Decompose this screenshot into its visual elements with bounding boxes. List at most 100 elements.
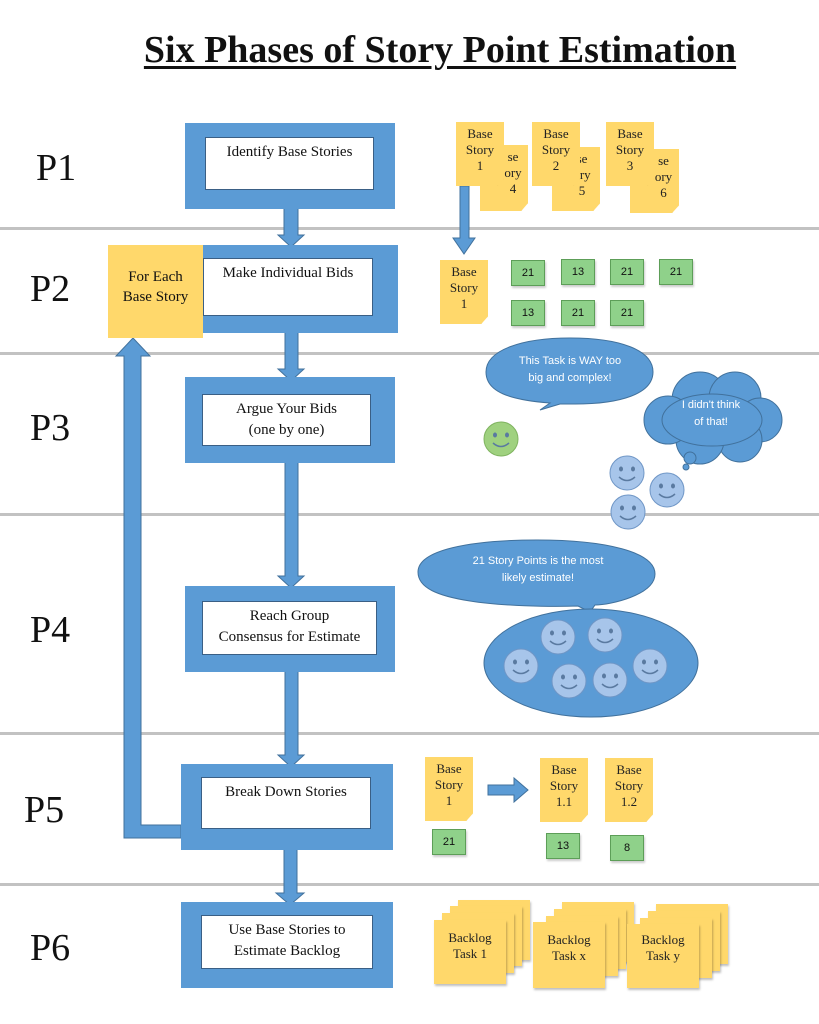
speech-bubble — [485, 337, 654, 411]
bid-card: 8 — [610, 835, 644, 861]
note-line: Story — [541, 142, 571, 157]
sticky-note-base-story-1-2: Base Story 1.2 — [605, 758, 653, 822]
smiley-face-icon — [503, 648, 539, 684]
smiley-face-icon — [540, 619, 576, 655]
backlog-card-task-x: Backlog Task x — [533, 922, 605, 988]
note-line: Story — [465, 142, 495, 157]
smiley-face-icon — [610, 494, 646, 530]
backlog-line: Backlog — [641, 932, 685, 947]
divider — [0, 883, 819, 886]
smiley-face-icon — [609, 455, 645, 491]
note-line: 3 — [626, 158, 634, 173]
phase-label-p4: P4 — [30, 609, 71, 651]
phase-label-p1: P1 — [36, 147, 77, 189]
sticky-note-base-story-1-1: Base Story 1.1 — [540, 758, 588, 822]
step-reach-consensus: Reach Group Consensus for Estimate — [185, 586, 395, 672]
step-label: Identify Base Stories — [226, 144, 353, 160]
note-line: se — [507, 149, 519, 164]
p1-to-p2-arrow — [452, 185, 476, 255]
note-line: 2 — [552, 158, 560, 173]
consensus-bubble — [417, 539, 656, 613]
note-line: Story — [549, 778, 579, 793]
step-make-individual-bids: Make Individual Bids — [185, 245, 398, 333]
split-arrow — [487, 776, 529, 804]
backlog-card-task-1: Backlog Task 1 — [434, 920, 506, 984]
divider — [0, 227, 819, 230]
step-label: Break Down Stories — [225, 784, 347, 800]
flow-arrow-5 — [274, 847, 306, 906]
page-title: Six Phases of Story Point Estimation — [143, 29, 737, 71]
sticky-note-base-story-1: Base Story 1 — [456, 122, 504, 186]
phase-label-p5: P5 — [24, 789, 65, 831]
note-line: Story — [434, 777, 464, 792]
backlog-line: Backlog — [448, 930, 492, 945]
bid-card: 21 — [511, 260, 545, 286]
backlog-line: Task 1 — [452, 946, 488, 961]
step-label-line2: (one by one) — [248, 422, 325, 438]
note-line: 5 — [578, 183, 586, 198]
note-line: Base — [551, 762, 577, 777]
phase-label-p6: P6 — [30, 927, 71, 969]
note-line: Base — [617, 126, 643, 141]
consensus-line: likely estimate! — [501, 572, 575, 584]
bid-card: 21 — [561, 300, 595, 326]
team-ellipse — [483, 608, 699, 718]
step-break-down-stories: Break Down Stories — [181, 764, 393, 850]
bid-card: 13 — [511, 300, 545, 326]
loop-back-arrow — [114, 337, 182, 839]
thought-cloud — [643, 371, 783, 471]
step-label: Make Individual Bids — [222, 265, 354, 281]
bid-card: 21 — [610, 259, 644, 285]
thought-line: of that! — [694, 416, 728, 428]
smiley-face-icon — [632, 648, 668, 684]
note-line: 1.1 — [555, 794, 573, 809]
note-line: Base — [436, 761, 462, 776]
smiley-face-icon — [649, 472, 685, 508]
phase-label-p2: P2 — [30, 268, 71, 310]
step-label-line2: Estimate Backlog — [233, 943, 341, 959]
smiley-face-icon — [551, 663, 587, 699]
bid-card: 13 — [561, 259, 595, 285]
note-line: Base — [543, 126, 569, 141]
loop-label-line2: Base Story — [122, 289, 189, 305]
backlog-line: Task x — [551, 948, 587, 963]
flow-arrow-3 — [276, 461, 306, 589]
note-line: Story — [449, 280, 479, 295]
note-line: Base — [451, 264, 477, 279]
note-line: se — [576, 151, 588, 166]
thought-cloud-text: I didn't think of that! — [658, 397, 764, 431]
thought-line: I didn't think — [681, 399, 741, 411]
step-estimate-backlog: Use Base Stories to Estimate Backlog — [181, 902, 393, 988]
note-line: Story — [615, 142, 645, 157]
sticky-note-base-story-2: Base Story 2 — [532, 122, 580, 186]
loop-label: For Each Base Story — [108, 245, 203, 338]
step-label: Reach Group — [249, 608, 330, 624]
speech-bubble-text: This Task is WAY too big and complex! — [500, 353, 640, 387]
step-argue-your-bids: Argue Your Bids (one by one) — [185, 377, 395, 463]
bid-card: 21 — [432, 829, 466, 855]
backlog-line: Backlog — [547, 932, 591, 947]
note-line: 1 — [445, 793, 453, 808]
divider — [0, 513, 819, 516]
smiley-face-icon — [483, 421, 519, 457]
note-line: Base — [616, 762, 642, 777]
speech-line: big and complex! — [528, 372, 612, 384]
note-line: 1.2 — [620, 794, 638, 809]
step-label-line2: Consensus for Estimate — [218, 629, 361, 645]
note-line: 4 — [509, 181, 517, 196]
sticky-note-p5-base-story-1: Base Story 1 — [425, 757, 473, 821]
backlog-card-task-y: Backlog Task y — [627, 924, 699, 988]
flow-arrow-2 — [276, 331, 306, 382]
bid-card: 21 — [610, 300, 644, 326]
note-line: 6 — [660, 185, 667, 200]
note-line: ory — [504, 165, 522, 180]
note-line: se — [658, 153, 669, 168]
backlog-line: Task y — [645, 948, 681, 963]
loop-label-line1: For Each — [128, 269, 183, 285]
phase-label-p3: P3 — [30, 407, 71, 449]
divider — [0, 732, 819, 735]
smiley-face-icon — [587, 617, 623, 653]
bid-card: 13 — [546, 833, 580, 859]
step-label: Argue Your Bids — [236, 401, 337, 417]
